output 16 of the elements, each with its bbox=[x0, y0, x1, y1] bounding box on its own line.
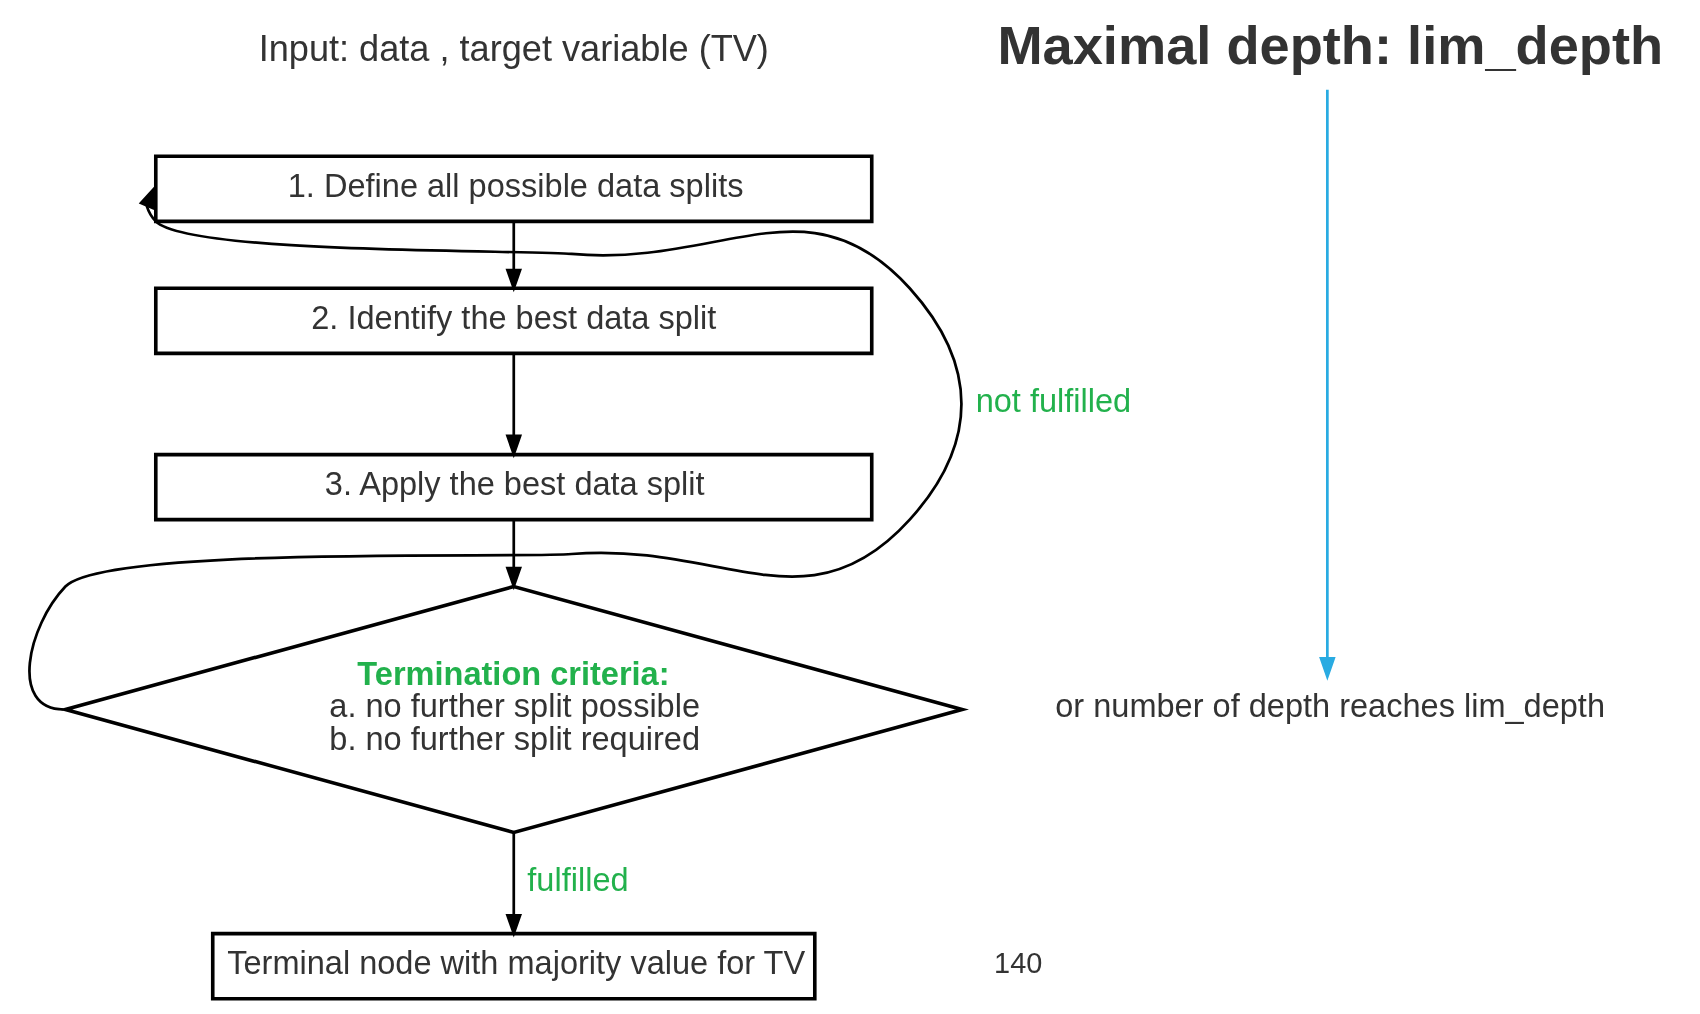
edge-label: not fulfilled bbox=[975, 382, 1131, 419]
label: 140 bbox=[993, 947, 1042, 980]
node-text: Maximal depth: lim_depth bbox=[996, 15, 1663, 76]
arrow bbox=[505, 353, 522, 459]
edge-label: fulfilled bbox=[526, 862, 629, 899]
node-text: or number of depth reaches lim_depth bbox=[1054, 688, 1605, 725]
arrow bbox=[505, 832, 522, 938]
arrow bbox=[505, 221, 522, 293]
label: Input: data , target variable (TV) bbox=[258, 28, 769, 70]
node-box: 1. Define all possible data splits bbox=[153, 154, 874, 224]
arrow bbox=[28, 185, 962, 711]
node-box: 2. Identify the best data split bbox=[153, 286, 874, 356]
node-box: Terminal node with majority value for TV bbox=[210, 931, 817, 1001]
node-box: 3. Apply the best data split bbox=[153, 452, 874, 522]
arrow bbox=[1318, 89, 1336, 681]
arrow bbox=[505, 519, 522, 591]
